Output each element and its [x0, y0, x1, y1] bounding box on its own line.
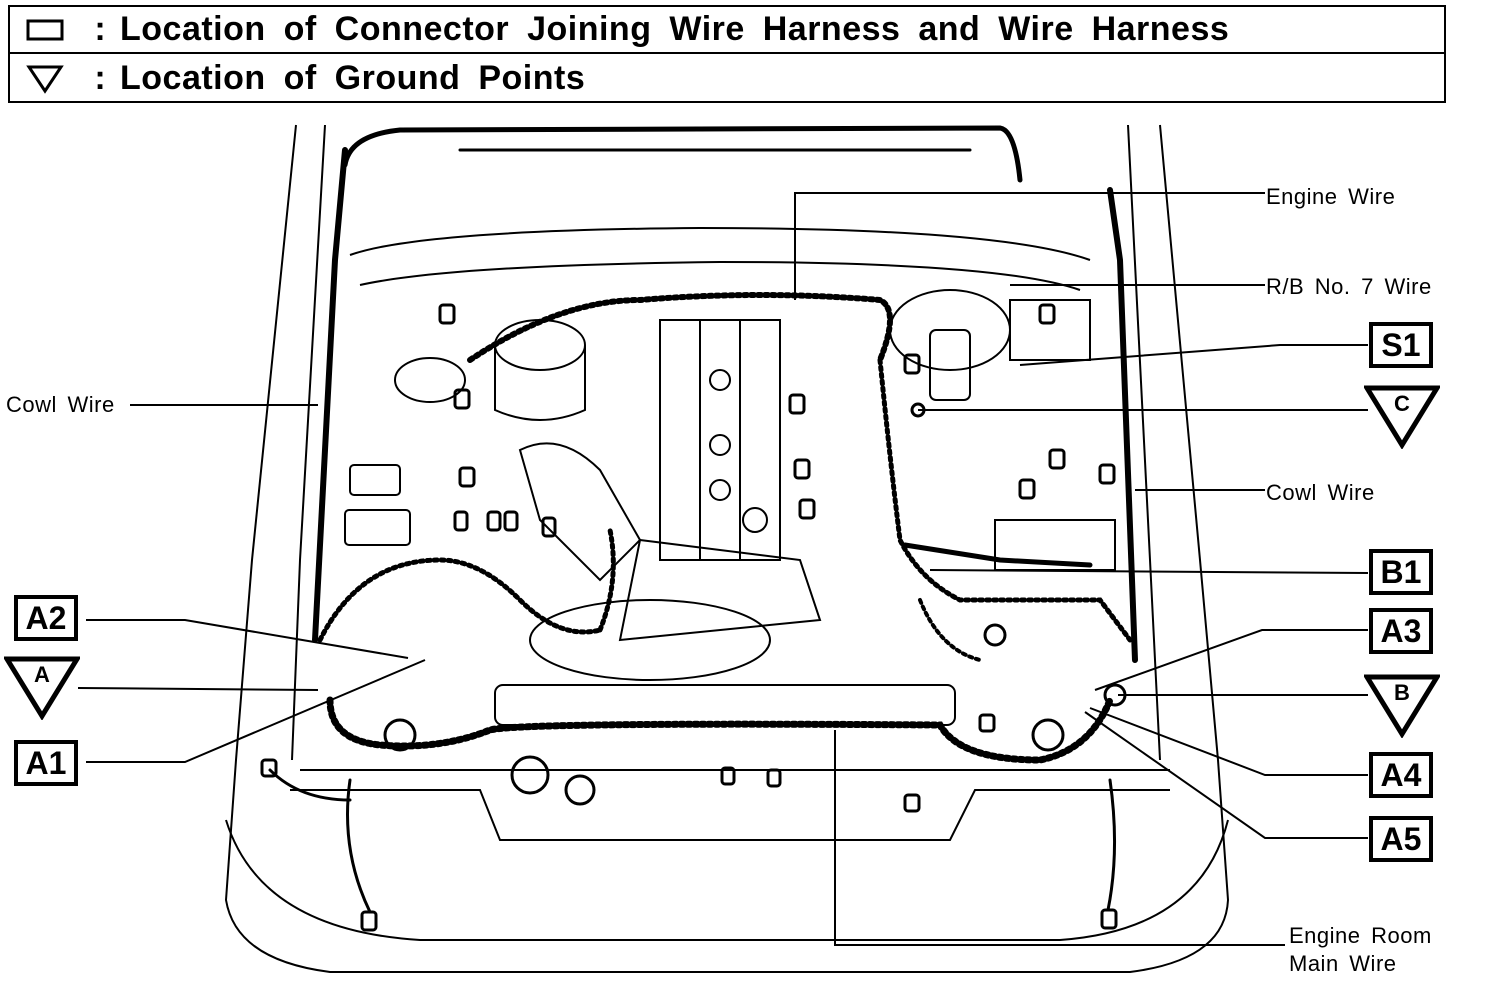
brake-reservoir	[494, 319, 586, 371]
ground-point-c-label: C	[1394, 391, 1410, 416]
ground-point-c: C	[1362, 385, 1442, 450]
grille-outline	[290, 789, 1170, 841]
cowl-wire-left-label: Cowl Wire	[6, 392, 115, 417]
radiator	[494, 684, 956, 726]
connector-a2: A2	[14, 595, 78, 641]
air-intake	[518, 442, 642, 582]
cowl-wire-right-harness	[1107, 187, 1138, 663]
ground-triangle-icon	[1362, 385, 1442, 450]
connector-a3: A3	[1369, 608, 1433, 654]
connector-a1: A1	[14, 740, 78, 786]
legend-connector-row: : Location of Connector Joining Wire Har…	[10, 7, 1444, 54]
engine-room-main-wire-label-line2: Main Wire	[1289, 951, 1397, 976]
a-leader	[77, 687, 319, 691]
rb-no7-wire-label: R/B No. 7 Wire	[1266, 274, 1432, 299]
connector-b1: B1	[1369, 549, 1433, 595]
connector-box-icon	[10, 10, 80, 50]
engine-wire-label: Engine Wire	[1266, 184, 1396, 209]
top-firewall-harness	[342, 125, 1023, 183]
b1-leader	[929, 569, 1369, 574]
relay-block	[1009, 299, 1091, 361]
engine-block	[659, 319, 781, 561]
engine-room-main-wire-label-line1: Engine Room	[1289, 923, 1432, 948]
a2-leader	[86, 619, 409, 659]
ground-triangle-icon	[1362, 674, 1442, 739]
cowl-wire-right-label: Cowl Wire	[1266, 480, 1375, 505]
legend: : Location of Connector Joining Wire Har…	[8, 5, 1446, 103]
legend-colon: :	[94, 59, 106, 97]
ground-point-b-label: B	[1394, 680, 1410, 705]
cowl-line	[359, 260, 1081, 291]
s1-leader	[1019, 344, 1368, 366]
engine-room-main-wire-leader	[834, 730, 1285, 946]
ground-triangle-icon	[2, 656, 82, 721]
ground-triangle-icon	[10, 59, 80, 99]
legend-ground-text: Location of Ground Points	[120, 59, 586, 97]
body-outline	[224, 124, 1230, 973]
engine-room-main-wire-harness	[326, 696, 1114, 764]
cowl-wire-left-harness	[312, 147, 348, 643]
connector-s1: S1	[1369, 322, 1433, 368]
legend-connector-text: Location of Connector Joining Wire Harne…	[120, 10, 1230, 48]
engine-wire-harness	[467, 292, 893, 363]
firewall-line	[349, 226, 1091, 261]
right-fender-inner	[1127, 124, 1161, 761]
connector-a4: A4	[1369, 752, 1433, 798]
a5-leader	[1084, 711, 1368, 839]
a3-leader	[1094, 629, 1368, 691]
legend-colon: :	[94, 10, 106, 48]
engine-wire-leader	[794, 192, 1265, 300]
ground-point-b: B	[1362, 674, 1442, 739]
a1-leader	[86, 659, 426, 763]
legend-ground-row: : Location of Ground Points	[10, 55, 1444, 102]
ground-point-a: A	[2, 656, 82, 721]
a4-leader	[1089, 707, 1368, 776]
left-fender-inner	[291, 124, 326, 761]
bumper-outline	[225, 819, 1229, 941]
ground-point-a-label: A	[34, 662, 50, 687]
connector-a5: A5	[1369, 816, 1433, 862]
